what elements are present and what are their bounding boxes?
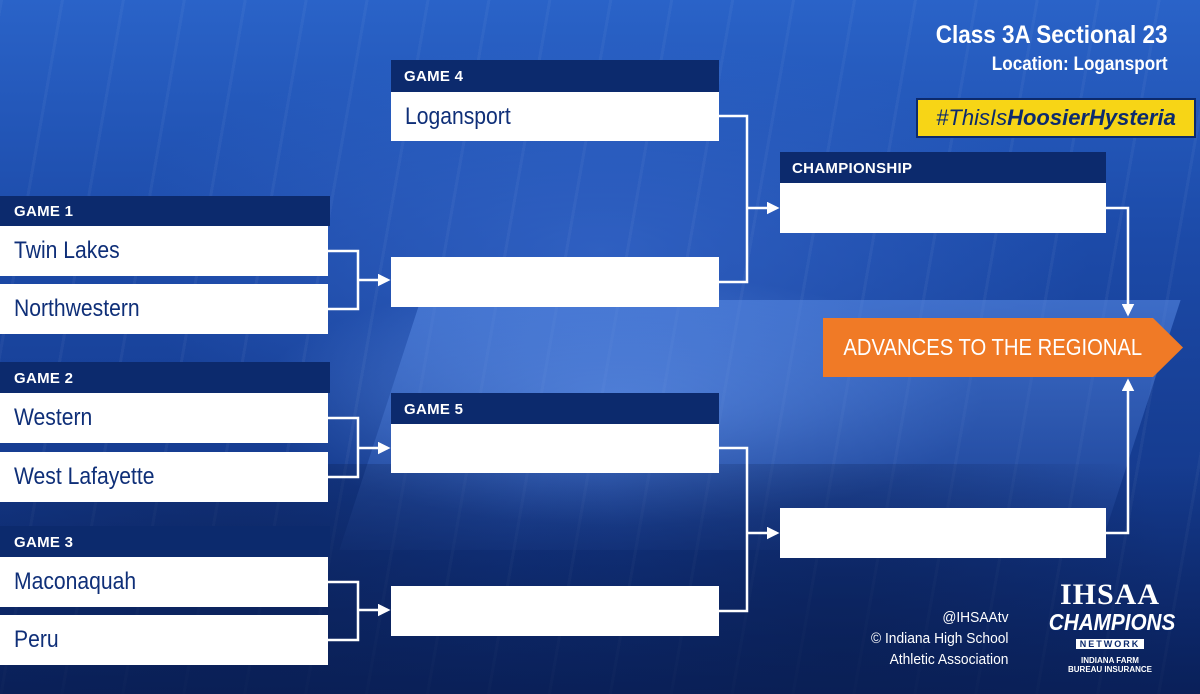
team-name: Maconaquah	[14, 568, 137, 595]
game3-team-bottom: Peru	[0, 615, 328, 665]
game1-header	[0, 196, 330, 226]
game3-label: GAME 3	[14, 534, 74, 551]
logo-sponsor-line-1: INDIANA FARM	[1081, 656, 1139, 665]
game2-team-bottom: West Lafayette	[0, 452, 328, 502]
game3-header	[0, 526, 330, 557]
game1-team-bottom: Northwestern	[0, 284, 328, 334]
game5-team-top	[391, 424, 719, 473]
game1-team-top: Twin Lakes	[0, 226, 328, 276]
championship-label: CHAMPIONSHIP	[792, 160, 913, 177]
game4-team-bottom	[391, 257, 719, 307]
championship-header	[780, 152, 1106, 183]
logo-sponsor: INDIANA FARM BUREAU INSURANCE	[1042, 656, 1178, 674]
team-name: Twin Lakes	[14, 237, 120, 264]
game2-team-top: Western	[0, 393, 328, 443]
logo-ihsaa-text: IHSAA	[1059, 578, 1161, 611]
team-name: Logansport	[405, 102, 511, 130]
team-name: Peru	[14, 626, 59, 653]
title-block: Class 3A Sectional 23 Location: Loganspo…	[910, 21, 1168, 76]
game2-header	[0, 362, 330, 393]
copyright-line-1: © Indiana High School	[870, 630, 1008, 647]
social-handle: @IHSAAtv	[941, 609, 1008, 626]
game2-label: GAME 2	[14, 370, 74, 387]
logo-network-text: NETWORK	[1075, 639, 1145, 649]
game4-label: GAME 4	[404, 68, 464, 85]
game1-label: GAME 1	[14, 203, 74, 220]
game3-team-top: Maconaquah	[0, 557, 328, 607]
team-name: Western	[14, 404, 93, 431]
logo-sponsor-line-2: BUREAU INSURANCE	[1067, 665, 1152, 674]
game4-header	[391, 60, 719, 92]
hashtag-prefix: #ThisIs	[936, 105, 1008, 130]
game4-team-top: Logansport	[391, 92, 719, 141]
championship-team-top	[780, 183, 1106, 233]
hashtag-emphasis: HoosierHysteria	[1007, 105, 1176, 130]
advances-banner: ADVANCES TO THE REGIONAL	[823, 318, 1183, 377]
game5-label: GAME 5	[404, 401, 464, 418]
credits: @IHSAAtv © Indiana High School Athletic …	[859, 607, 1008, 670]
location-text: Location: Logansport	[992, 53, 1168, 75]
team-name: West Lafayette	[14, 463, 155, 490]
advances-label: ADVANCES TO THE REGIONAL	[843, 334, 1143, 360]
game5-header	[391, 393, 719, 424]
championship-team-bottom	[780, 508, 1106, 558]
logo-champions-text: CHAMPIONS	[1048, 609, 1176, 635]
team-name: Northwestern	[14, 295, 140, 322]
sectional-title: Class 3A Sectional 23	[936, 21, 1168, 49]
copyright-line-2: Athletic Association	[889, 651, 1008, 668]
ihsaa-champions-network-logo: IHSAA CHAMPIONS NETWORK INDIANA FARM BUR…	[1042, 580, 1178, 680]
game5-team-bottom	[391, 586, 719, 636]
